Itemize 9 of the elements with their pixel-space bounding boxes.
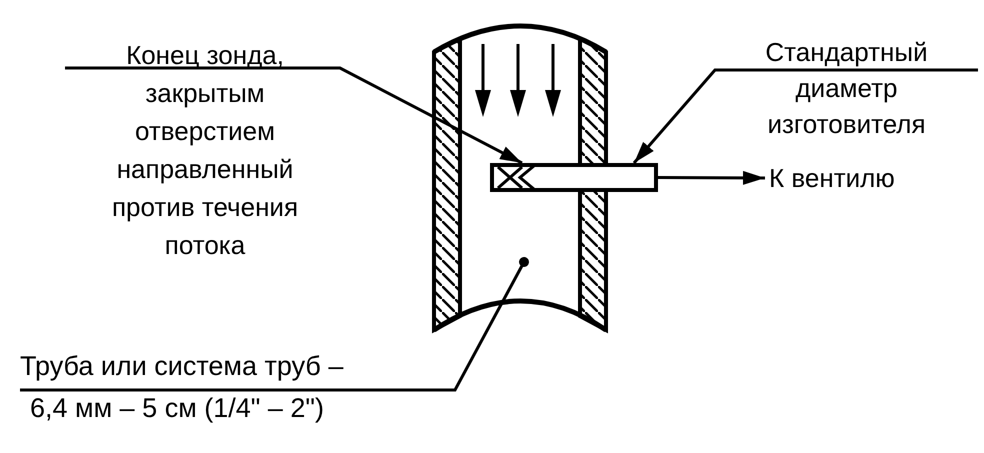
- callout-text: Конец зонда, закрытым отверстием направленный против течения потока: [110, 39, 300, 262]
- leader-line: [632, 68, 978, 164]
- pipe-size-label: 6,4 мм – 5 см (1/4" – 2"): [30, 392, 324, 425]
- arrow: [658, 170, 765, 185]
- leader-line: [20, 257, 529, 392]
- callout-text: Стандартный диаметр изготовителя: [764, 36, 929, 141]
- callout-text: К вентилю: [768, 162, 896, 195]
- leader-line: [65, 66, 523, 164]
- pipe-size-label: Труба или система труб –: [20, 350, 344, 383]
